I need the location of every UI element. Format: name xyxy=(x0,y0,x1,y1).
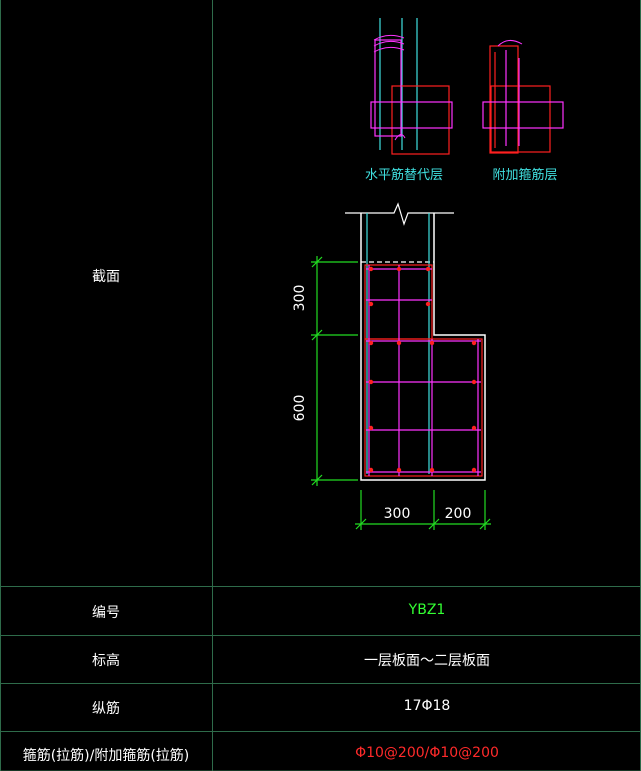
longitudinal-bar-value: 17Φ18 xyxy=(403,698,451,714)
dim-vert-lower: 600 xyxy=(292,395,308,422)
section-drawing xyxy=(311,202,491,530)
rebar-points xyxy=(368,266,477,473)
break-line xyxy=(345,202,454,226)
legend-additional-stirrup-icon xyxy=(482,40,564,154)
id-label: 编号 xyxy=(92,605,120,621)
elevation-value: 一层板面～二层板面 xyxy=(364,653,490,669)
vertical-dimension xyxy=(311,256,358,486)
legend-horizontal-replacement-icon xyxy=(370,18,453,155)
stirrup-value: Φ10@200/Φ10@200 xyxy=(355,745,499,761)
horizontal-dimension xyxy=(355,490,491,530)
dim-horiz-left: 300 xyxy=(384,506,411,522)
legend-additional-stirrup-label: 附加箍筋层 xyxy=(492,167,557,183)
section-label: 截面 xyxy=(92,269,120,285)
id-value: YBZ1 xyxy=(408,602,446,618)
elevation-label: 标高 xyxy=(92,653,120,669)
stirrup-label: 箍筋(拉筋)/附加箍筋(拉筋) xyxy=(22,748,190,764)
dim-vert-upper: 300 xyxy=(292,285,308,312)
column-outline xyxy=(360,213,486,481)
lower-stirrup xyxy=(364,338,483,477)
legend-horizontal-replacement-label: 水平筋替代层 xyxy=(365,167,443,183)
dim-horiz-right: 200 xyxy=(445,506,472,522)
tie-grid xyxy=(366,265,481,476)
longitudinal-bar-label: 纵筋 xyxy=(92,701,120,717)
